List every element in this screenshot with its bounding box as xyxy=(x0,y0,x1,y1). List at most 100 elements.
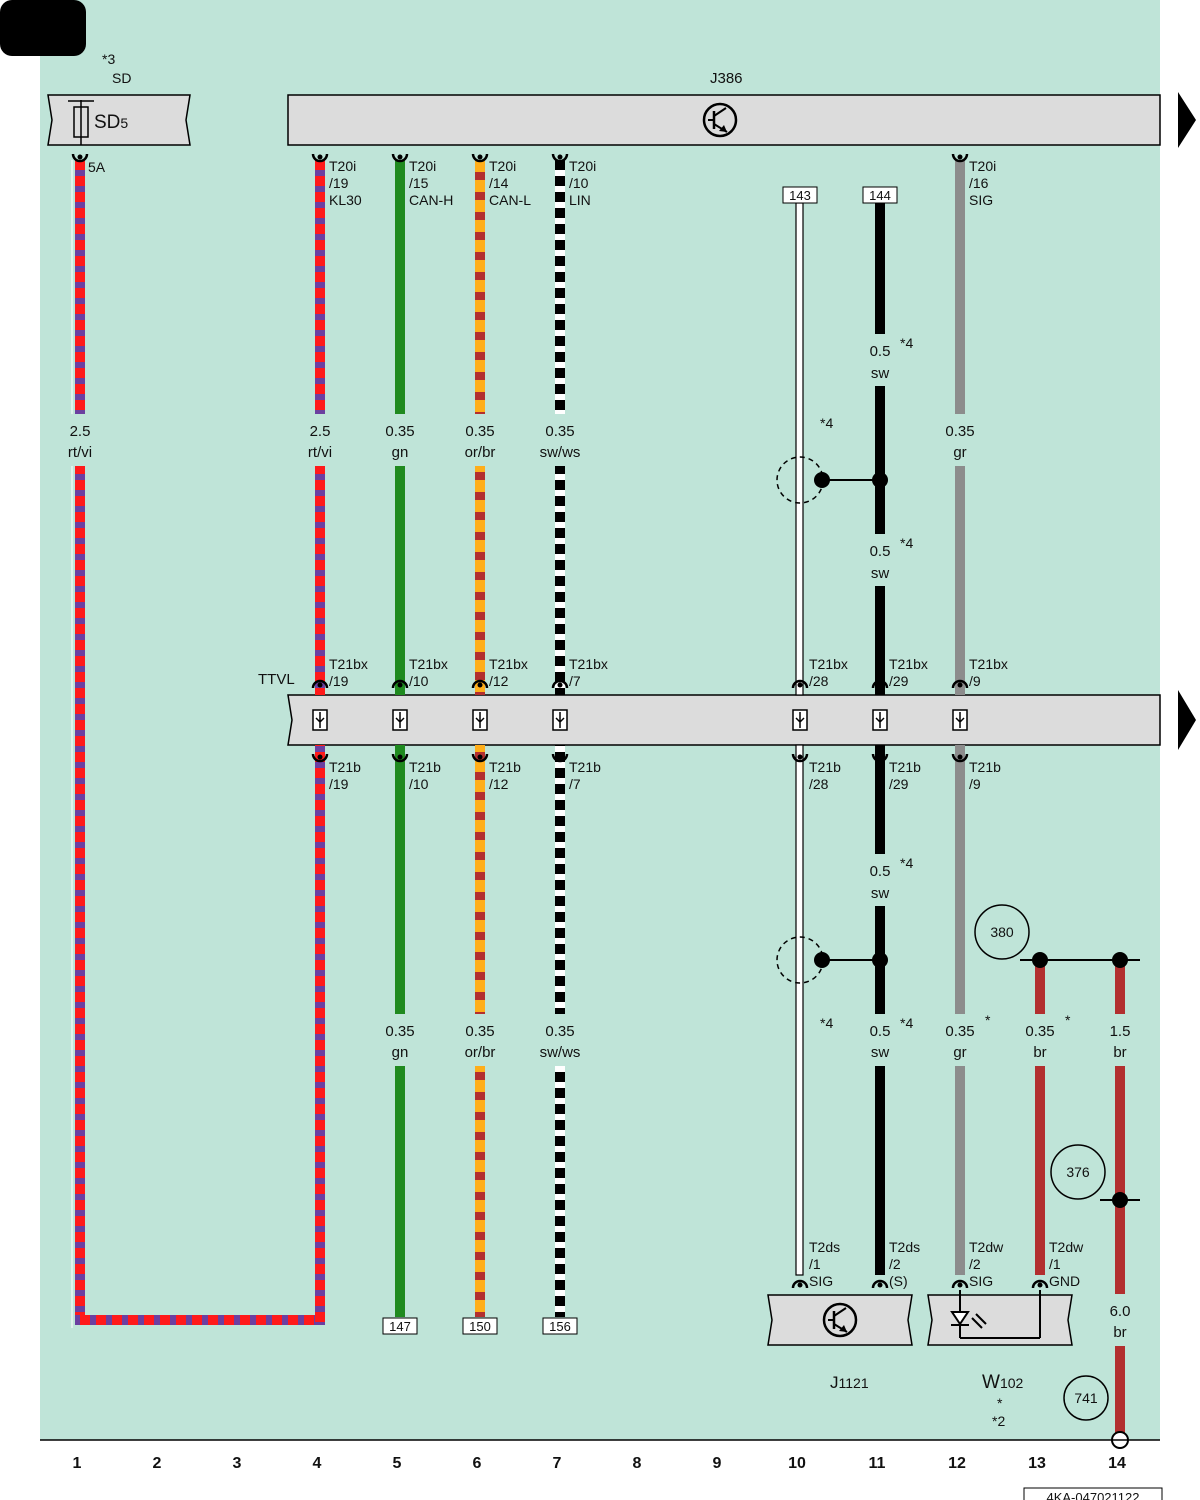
ref-box[interactable]: 150 xyxy=(469,1319,491,1334)
pin-conn: T20i xyxy=(489,158,516,174)
continuation-arrow-top xyxy=(1178,92,1196,148)
ttvl-pin-arrow xyxy=(955,712,965,728)
connector-dot xyxy=(957,682,963,688)
pin-conn: T21b xyxy=(569,759,601,775)
ref-boxes: 143 144 147 150 156 xyxy=(382,186,898,1335)
column-number: 3 xyxy=(233,1455,242,1472)
pin-num: /19 xyxy=(329,175,349,191)
connector-dot xyxy=(317,154,323,160)
ttvl-pin-arrow xyxy=(475,712,485,728)
led-icon xyxy=(950,1290,1041,1339)
connector-dot xyxy=(957,754,963,760)
pin-num: /9 xyxy=(969,673,981,689)
connector-pin xyxy=(311,153,329,163)
pin-num: /7 xyxy=(569,673,581,689)
column-number: 12 xyxy=(948,1455,966,1472)
column-number: 2 xyxy=(153,1455,162,1472)
ref-box[interactable]: 156 xyxy=(549,1319,571,1334)
pin-conn: T2dw xyxy=(1049,1239,1084,1255)
svg-text:SD5: SD5 xyxy=(94,112,128,133)
wire-labels: 2.5 rt/vi 2.5 rt/vi 0.35 gn 0.35 or/br 0… xyxy=(68,343,1131,1341)
corner-tab xyxy=(0,0,86,56)
wire-size: 0.35 xyxy=(385,1023,414,1040)
wire-color: sw/ws xyxy=(540,1044,581,1061)
ttvl-pin-arrow xyxy=(555,712,565,728)
ref-circle[interactable]: 376 xyxy=(1066,1164,1090,1180)
pin-conn: T21bx xyxy=(969,656,1008,672)
component-w102[interactable] xyxy=(927,1294,1073,1346)
pin-conn: T21b xyxy=(809,759,841,775)
wire-stars: *4 *4 *4 *4 * * *4 *4 xyxy=(820,335,1071,1031)
wire-size: 6.0 xyxy=(1110,1303,1131,1320)
wire-color: gr xyxy=(953,1044,966,1061)
fuse-sub: 5 xyxy=(120,115,128,131)
ref-box[interactable]: 147 xyxy=(389,1319,411,1334)
svg-text:W102: W102 xyxy=(982,1372,1024,1393)
w102-note: *2 xyxy=(992,1413,1005,1429)
pin-sig: CAN-L xyxy=(489,192,531,208)
ref-circle[interactable]: 380 xyxy=(990,924,1014,940)
connector-pin xyxy=(951,1279,969,1289)
component-j1121[interactable] xyxy=(767,1294,913,1346)
wire-size: 0.5 xyxy=(870,1023,891,1040)
pin-num: /1 xyxy=(809,1256,821,1272)
wire-color: gn xyxy=(392,444,409,461)
j1121-sub: 1121 xyxy=(839,1375,869,1391)
component-j386[interactable] xyxy=(287,94,1161,146)
column-number: 14 xyxy=(1108,1455,1126,1472)
pin-num: /29 xyxy=(889,776,909,792)
ref-circle[interactable]: 741 xyxy=(1074,1390,1098,1406)
column-number: 1 xyxy=(73,1455,82,1472)
connector-pin xyxy=(951,153,969,163)
component-ttvl[interactable] xyxy=(287,694,1161,746)
label-gaps xyxy=(60,334,1140,1346)
connector-pin xyxy=(1031,1279,1049,1289)
wire-rtvi-bottom xyxy=(75,1315,325,1325)
connector-dot xyxy=(477,754,483,760)
splice-top xyxy=(776,456,888,504)
pin-num: /19 xyxy=(329,673,349,689)
w102-star: * xyxy=(997,1395,1003,1411)
svg-text:T21bx/19: T21bx/19 xyxy=(329,656,368,689)
wire-color: gr xyxy=(953,444,966,461)
ref-box[interactable]: 143 xyxy=(789,188,811,203)
ttvl-bottom-pins: T21b/19 T21b/10 T21b/12 T21b/7 T21b/28 T… xyxy=(329,759,1001,792)
wire-size: 0.35 xyxy=(1025,1023,1054,1040)
wire-color: sw xyxy=(871,565,890,582)
column-number: 7 xyxy=(553,1455,562,1472)
wire-rtvi-col1 xyxy=(75,160,85,1325)
connector-dot xyxy=(957,1282,963,1288)
ref-box[interactable]: 144 xyxy=(869,188,891,203)
connector-cups xyxy=(71,153,1049,1289)
wire-color: sw xyxy=(871,1044,890,1061)
fuse-sd5[interactable] xyxy=(47,94,191,146)
pin-conn: T20i xyxy=(329,158,356,174)
pin-conn: T21b xyxy=(329,759,361,775)
wire-star: *4 xyxy=(900,1015,913,1031)
wire-size: 0.35 xyxy=(945,1023,974,1040)
connector-dot xyxy=(797,682,803,688)
pin-conn: T21bx xyxy=(889,656,928,672)
fuse-rating: 5A xyxy=(88,159,106,175)
svg-text:J1121: J1121 xyxy=(830,1373,869,1392)
svg-text:T21bx/28: T21bx/28 xyxy=(809,656,848,689)
svg-text:T21bx/9: T21bx/9 xyxy=(969,656,1008,689)
ttvl-pin-arrow xyxy=(395,712,405,728)
svg-text:T21b/12: T21b/12 xyxy=(489,759,521,792)
connector-dot xyxy=(877,754,883,760)
column-number: 10 xyxy=(788,1455,806,1472)
pin-num: /2 xyxy=(969,1256,981,1272)
connector-pin xyxy=(471,753,489,763)
ground-junction xyxy=(1020,952,1140,1208)
pin-num: /9 xyxy=(969,776,981,792)
connector-pin xyxy=(551,153,569,163)
connector-dot xyxy=(877,1282,883,1288)
connector-pin xyxy=(951,679,969,689)
w102-sub: 102 xyxy=(1000,1375,1024,1391)
connector-dot xyxy=(797,1282,803,1288)
